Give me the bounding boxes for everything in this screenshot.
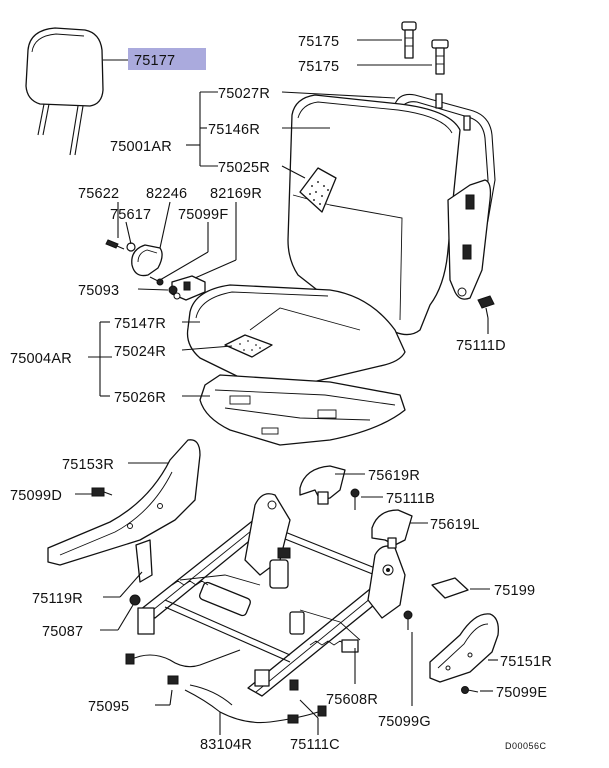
callout-75095: 75095: [88, 699, 129, 715]
callout-75025r: 75025R: [218, 160, 270, 176]
callout-82246: 82246: [146, 186, 187, 202]
callout-75175-a: 75175: [298, 34, 339, 50]
bracket-75619r-drawing: [299, 465, 346, 505]
nut-75087-drawing: [129, 594, 141, 606]
bracket-75619l-drawing: [371, 509, 413, 549]
callout-75099e: 75099E: [496, 685, 547, 701]
side-cover-drawing: [47, 439, 201, 583]
headrest-guide-drawing: [401, 21, 449, 75]
callout-75026r: 75026R: [114, 390, 166, 406]
screw-75099d-drawing: [91, 487, 113, 497]
callout-75175-b: 75175: [298, 59, 339, 75]
callout-75004ar: 75004AR: [10, 351, 72, 367]
callout-75608r: 75608R: [326, 692, 378, 708]
callout-75099d: 75099D: [10, 488, 62, 504]
seat-cushion-drawing: [186, 284, 406, 446]
harness-drawing: [125, 649, 327, 724]
callout-75119r: 75119R: [32, 591, 83, 607]
callout-75024r: 75024R: [114, 344, 166, 360]
callout-75087: 75087: [42, 624, 83, 640]
callout-75099g: 75099G: [378, 714, 431, 730]
callout-75093: 75093: [78, 283, 119, 299]
callout-75001ar: 75001AR: [110, 139, 172, 155]
pad-75199-drawing: [431, 577, 469, 599]
headrest-drawing: [25, 27, 104, 156]
callout-75099f: 75099F: [178, 207, 228, 223]
drawing-code: D00056C: [505, 741, 547, 751]
callout-75111b: 75111B: [386, 491, 435, 507]
callout-75151r: 75151R: [500, 654, 552, 670]
callout-75619r: 75619R: [368, 468, 420, 484]
callout-82169r: 82169R: [210, 186, 262, 202]
callout-75147r: 75147R: [114, 316, 166, 332]
cover-75151r-drawing: [429, 613, 499, 683]
callout-75153r: 75153R: [62, 457, 114, 473]
callout-83104r: 83104R: [200, 737, 252, 753]
callout-75177: 75177: [134, 53, 175, 69]
screw-75099e-drawing: [461, 686, 479, 694]
switch-parts-drawing: [105, 239, 206, 301]
seat-adjuster-drawing: [137, 493, 406, 697]
callout-75111d: 75111D: [456, 338, 506, 354]
callout-75617: 75617: [110, 207, 151, 223]
callout-75199: 75199: [494, 583, 535, 599]
screw-75099g-drawing: [403, 610, 413, 630]
highlight-box: [128, 48, 206, 70]
callout-75146r: 75146R: [208, 122, 260, 138]
seat-back-drawing: [287, 93, 496, 336]
callout-75619l: 75619L: [430, 517, 480, 533]
bolt-75111b-drawing: [350, 488, 360, 510]
callout-75027r: 75027R: [218, 86, 270, 102]
callout-75622: 75622: [78, 186, 119, 202]
bolt-75111d-drawing: [477, 295, 495, 319]
callout-75111c: 75111C: [290, 737, 340, 753]
